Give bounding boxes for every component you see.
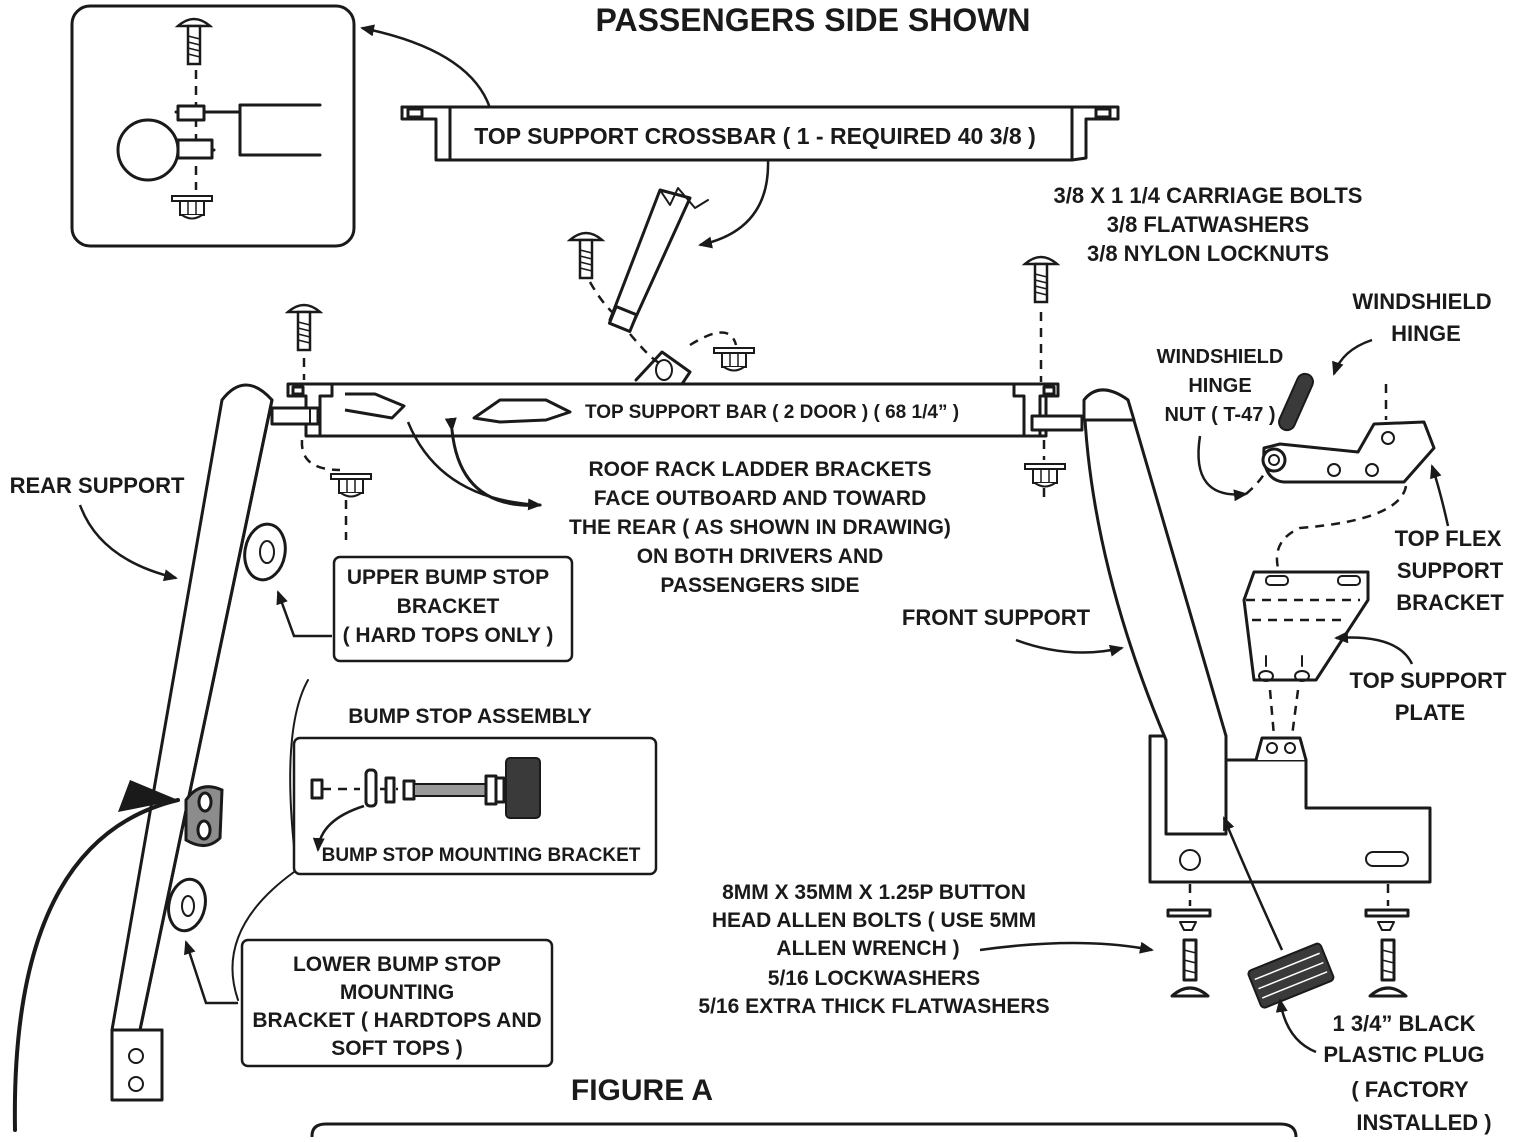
allen-bolt-left xyxy=(1166,884,1212,998)
plastic-plug-icon xyxy=(1247,942,1335,1009)
hinge-nut-label-3: NUT ( T-47 ) xyxy=(1164,404,1275,426)
hinge-nut-label-1: WINDSHIELD xyxy=(1157,346,1284,368)
bolts-label-3: ALLEN WRENCH ) xyxy=(776,937,959,960)
lower-bump-label-4: SOFT TOPS ) xyxy=(331,1037,462,1060)
carriage-bolt-icon xyxy=(286,303,322,352)
hinge-nut-icon xyxy=(1278,372,1314,432)
ladder-note-4: ON BOTH DRIVERS AND xyxy=(637,545,884,568)
lower-bump-label-2: MOUNTING xyxy=(340,981,454,1004)
rear-support xyxy=(110,383,320,1102)
upper-bump-label-1: UPPER BUMP STOP xyxy=(347,566,549,589)
windshield-hinge-label-2: HINGE xyxy=(1391,321,1461,346)
top-plate-label-1: TOP SUPPORT xyxy=(1350,668,1507,693)
hardware-line-2: 3/8 FLATWASHERS xyxy=(1107,212,1310,237)
ladder-note-5: PASSENGERS SIDE xyxy=(660,574,859,597)
top-crossbar: TOP SUPPORT CROSSBAR ( 1 - REQUIRED 40 3… xyxy=(400,105,1120,249)
ladder-note-3: THE REAR ( AS SHOWN IN DRAWING) xyxy=(569,516,951,539)
upper-bump-label-2: BRACKET xyxy=(397,595,500,618)
top-crossbar-label: TOP SUPPORT CROSSBAR ( 1 - REQUIRED 40 3… xyxy=(474,123,1036,149)
plug-label-3: ( FACTORY xyxy=(1351,1077,1469,1102)
bump-stop-assembly-box: BUMP STOP MOUNTING BRACKET xyxy=(292,736,658,876)
lower-bump-stop-box: LOWER BUMP STOP MOUNTING BRACKET ( HARDT… xyxy=(240,938,554,1068)
top-flex-label-2: SUPPORT xyxy=(1397,558,1504,583)
windshield-hinge-label-1: WINDSHIELD xyxy=(1352,289,1491,314)
top-plate-label-2: PLATE xyxy=(1395,700,1465,725)
windshield-hinge-part xyxy=(1261,372,1436,484)
plug-label-1: 1 3/4” BLACK xyxy=(1332,1011,1475,1036)
front-support xyxy=(1030,388,1432,884)
plug-label-4: INSTALLED ) xyxy=(1356,1110,1491,1135)
top-flex-label-3: BRACKET xyxy=(1396,590,1504,615)
lower-bump-label-3: BRACKET ( HARDTOPS AND xyxy=(252,1009,541,1032)
page-title: PASSENGERS SIDE SHOWN xyxy=(595,2,1030,38)
rear-support-label: REAR SUPPORT xyxy=(10,473,185,498)
ladder-note-2: FACE OUTBOARD AND TOWARD xyxy=(594,487,927,510)
crossbar-leg xyxy=(568,187,755,386)
plug-label-2: PLASTIC PLUG xyxy=(1323,1042,1484,1067)
hinge-nut-label-2: HINGE xyxy=(1188,375,1251,397)
inset-detail xyxy=(70,4,492,248)
carriage-bolt-icon xyxy=(1023,255,1059,304)
top-flex-support-bracket xyxy=(1242,570,1370,737)
locknut-icon xyxy=(330,473,372,498)
allen-bolt-right xyxy=(1364,884,1410,998)
top-support-bar: TOP SUPPORT BAR ( 2 DOOR ) ( 68 1/4” ) xyxy=(286,382,1060,511)
top-bar-label: TOP SUPPORT BAR ( 2 DOOR ) ( 68 1/4” ) xyxy=(585,402,959,423)
locknut-icon xyxy=(1024,463,1066,488)
ladder-note-1: ROOF RACK LADDER BRACKETS xyxy=(589,458,932,481)
upper-bump-stop-box: UPPER BUMP STOP BRACKET ( HARD TOPS ONLY… xyxy=(332,555,574,663)
hardware-line-3: 3/8 NYLON LOCKNUTS xyxy=(1087,241,1329,266)
bump-stop-icon xyxy=(505,757,541,819)
lower-bump-label-1: LOWER BUMP STOP xyxy=(293,953,501,976)
upper-bump-label-3: ( HARD TOPS ONLY ) xyxy=(343,624,554,647)
bolts-label-5: 5/16 EXTRA THICK FLATWASHERS xyxy=(698,995,1049,1018)
hardware-line-1: 3/8 X 1 1/4 CARRIAGE BOLTS xyxy=(1054,183,1363,208)
figure-caption: FIGURE A xyxy=(571,1074,713,1107)
bolts-label-4: 5/16 LOCKWASHERS xyxy=(768,967,980,990)
bump-assembly-label: BUMP STOP ASSEMBLY xyxy=(348,705,592,728)
bolts-label-1: 8MM X 35MM X 1.25P BUTTON xyxy=(722,881,1026,904)
bump-mount-label: BUMP STOP MOUNTING BRACKET xyxy=(322,845,641,866)
top-flex-label-1: TOP FLEX xyxy=(1395,526,1502,551)
front-support-label: FRONT SUPPORT xyxy=(902,605,1091,630)
bolts-label-2: HEAD ALLEN BOLTS ( USE 5MM xyxy=(712,909,1036,932)
locknut-icon xyxy=(713,347,755,372)
